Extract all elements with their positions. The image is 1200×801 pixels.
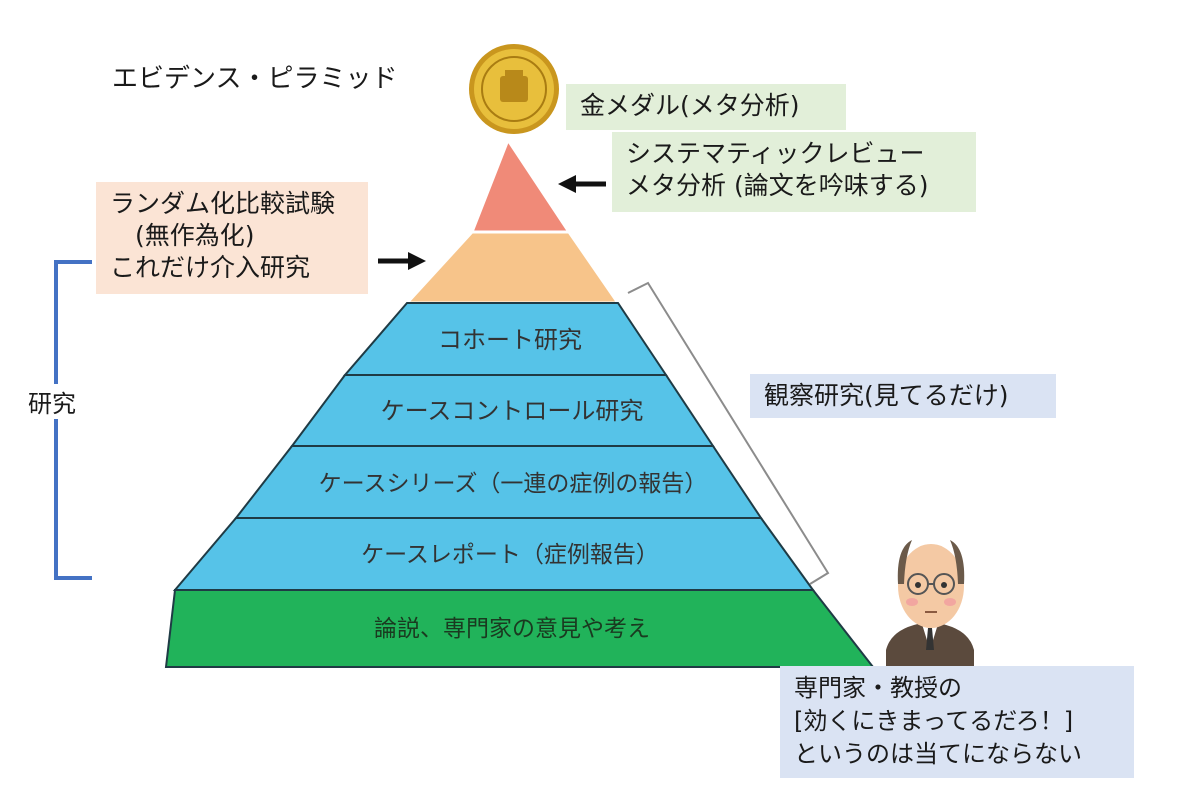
professor-illustration: [886, 540, 974, 666]
pyramid-tier-meta-analysis: [469, 136, 572, 234]
observational-bracket: [627, 281, 830, 585]
left-arrow-icon: [558, 175, 606, 193]
systematic-review-line-2: メタ分析 (論文を吟味する): [626, 171, 929, 200]
tier-label-case-series: ケースシリーズ（一連の症例の報告）: [319, 471, 708, 497]
tier-label-case-control: ケースコントロール研究: [381, 397, 644, 425]
expert-caption: 専門家・教授の [効くにきまってるだろ！] というのは当てにならない: [780, 666, 1134, 778]
expert-line-2: [効くにきまってるだろ！]: [794, 707, 1074, 735]
rct-line-3: これだけ介入研究: [110, 253, 311, 282]
expert-line-3: というのは当てにならない: [794, 740, 1082, 768]
gold-medal-label: 金メダル(メタ分析): [566, 84, 846, 130]
rct-line-2: (無作為化): [110, 221, 255, 250]
research-bracket: [54, 260, 92, 580]
systematic-review-label: システマティックレビュー メタ分析 (論文を吟味する): [612, 132, 976, 212]
tier-label-expert-opinion: 論説、専門家の意見や考え: [374, 616, 650, 642]
diagram-title: エビデンス・ピラミッド: [112, 64, 398, 94]
research-label: 研究: [28, 384, 76, 419]
gold-medal-icon: [469, 44, 559, 134]
observational-label: 観察研究(見てるだけ): [750, 374, 1056, 418]
systematic-review-line-1: システマティックレビュー: [626, 139, 925, 168]
pyramid-tier-rct: [403, 230, 621, 305]
gold-medal-text: 金メダル(メタ分析): [580, 91, 800, 120]
observational-text: 観察研究(見てるだけ): [764, 381, 1009, 410]
expert-line-1: 専門家・教授の: [794, 674, 962, 702]
rct-label: ランダム化比較試験 (無作為化) これだけ介入研究: [96, 182, 368, 294]
tier-label-case-report: ケースレポート（症例報告）: [361, 542, 659, 568]
right-arrow-icon: [378, 252, 426, 270]
rct-line-1: ランダム化比較試験: [110, 189, 336, 218]
tier-label-cohort: コホート研究: [438, 326, 582, 354]
